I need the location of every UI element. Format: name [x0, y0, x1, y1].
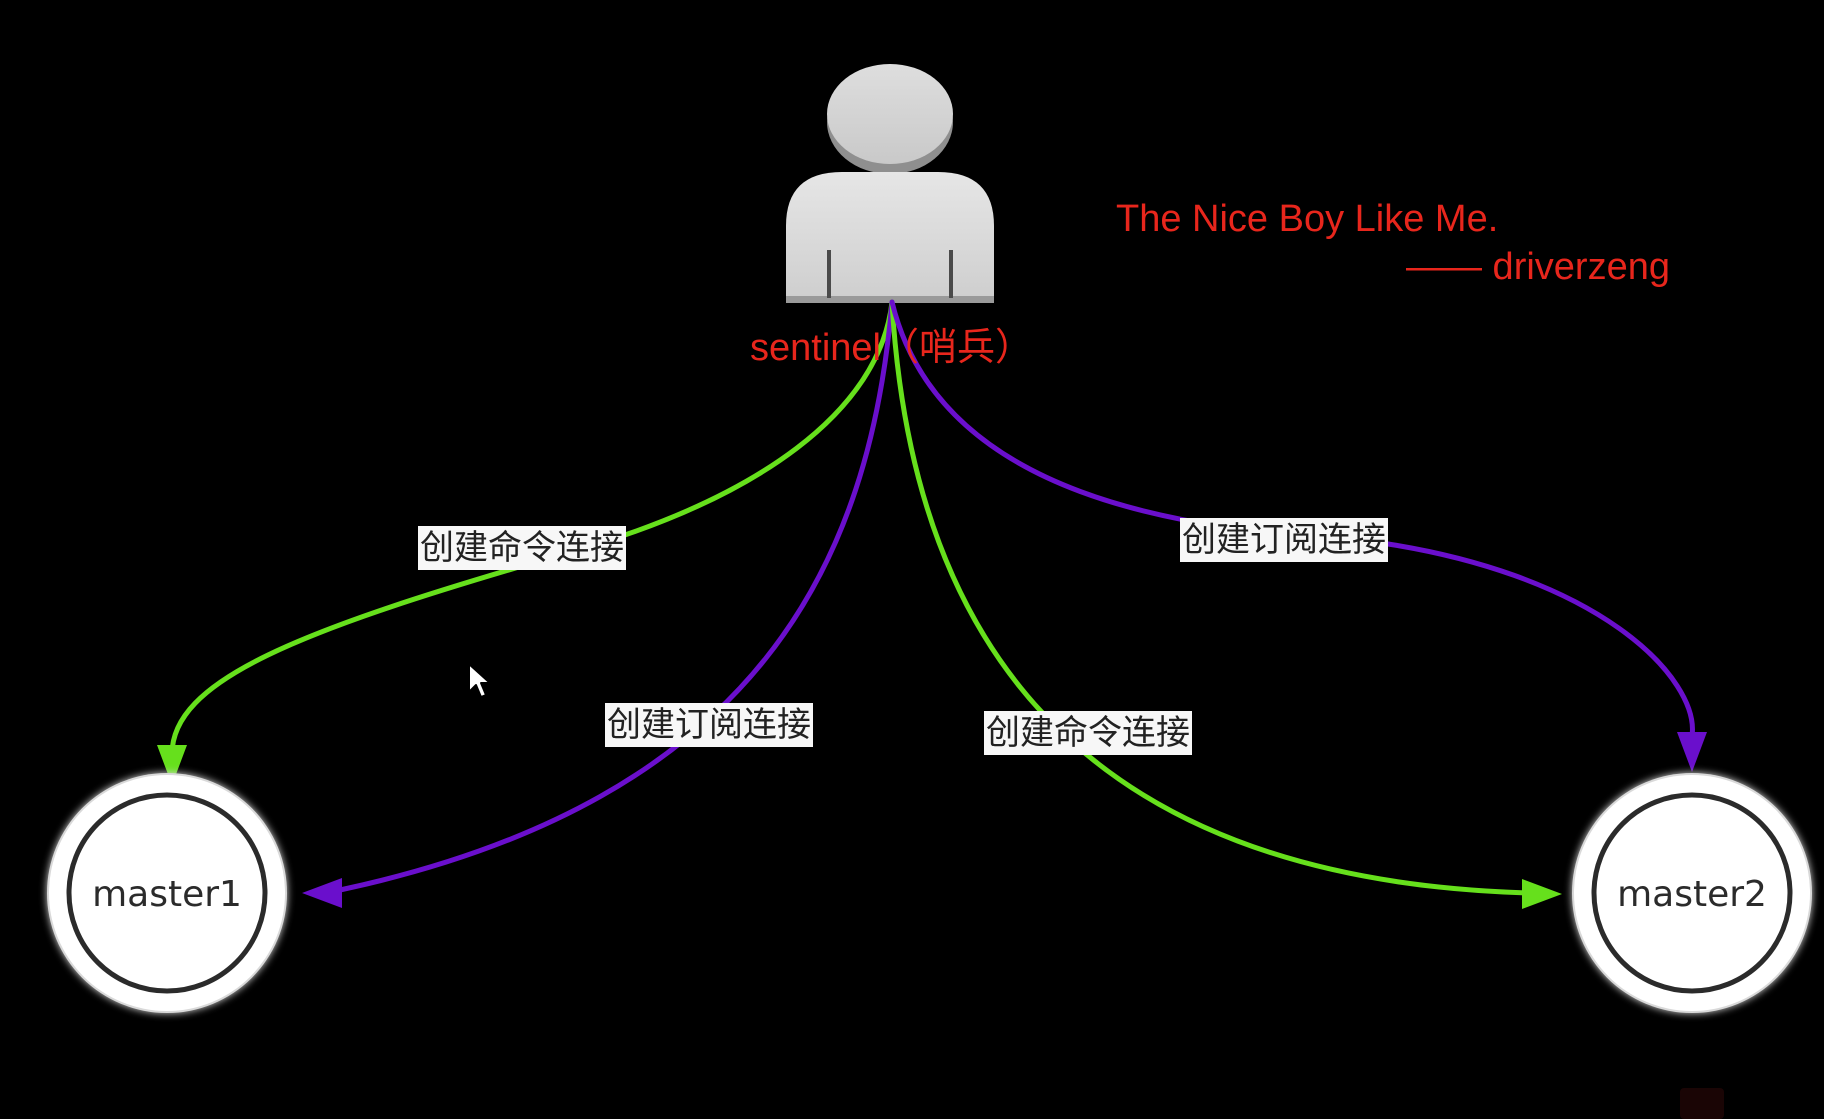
- edge-label-command-master1: 创建命令连接: [418, 526, 626, 570]
- person-icon: [786, 64, 994, 303]
- corner-badge: [1680, 1088, 1724, 1119]
- quote-line-2: —— driverzeng: [1406, 246, 1670, 288]
- arrowhead-command-master1: [157, 745, 187, 785]
- node-label-master1: master1: [92, 874, 242, 915]
- edge-subscribe-master1: [302, 299, 895, 908]
- edge-label-subscribe-master2: 创建订阅连接: [1180, 518, 1388, 562]
- mouse-cursor-icon: [468, 663, 491, 698]
- node-master1[interactable]: master1: [47, 773, 287, 1013]
- edge-label-subscribe-master1: 创建订阅连接: [605, 703, 813, 747]
- arrowhead-subscribe-master2: [1677, 732, 1707, 772]
- node-label-master2: master2: [1617, 874, 1767, 915]
- edge-label-command-master2: 创建命令连接: [984, 711, 1192, 755]
- arrowhead-subscribe-master1: [302, 878, 342, 908]
- sentinel-label: sentinel（哨兵）: [750, 327, 1033, 369]
- node-master2[interactable]: master2: [1572, 773, 1812, 1013]
- quote-line-1: The Nice Boy Like Me.: [1116, 198, 1499, 240]
- arrowhead-command-master2: [1522, 879, 1562, 909]
- edge-command-master2: [889, 299, 1562, 909]
- edges-layer: [157, 299, 1707, 909]
